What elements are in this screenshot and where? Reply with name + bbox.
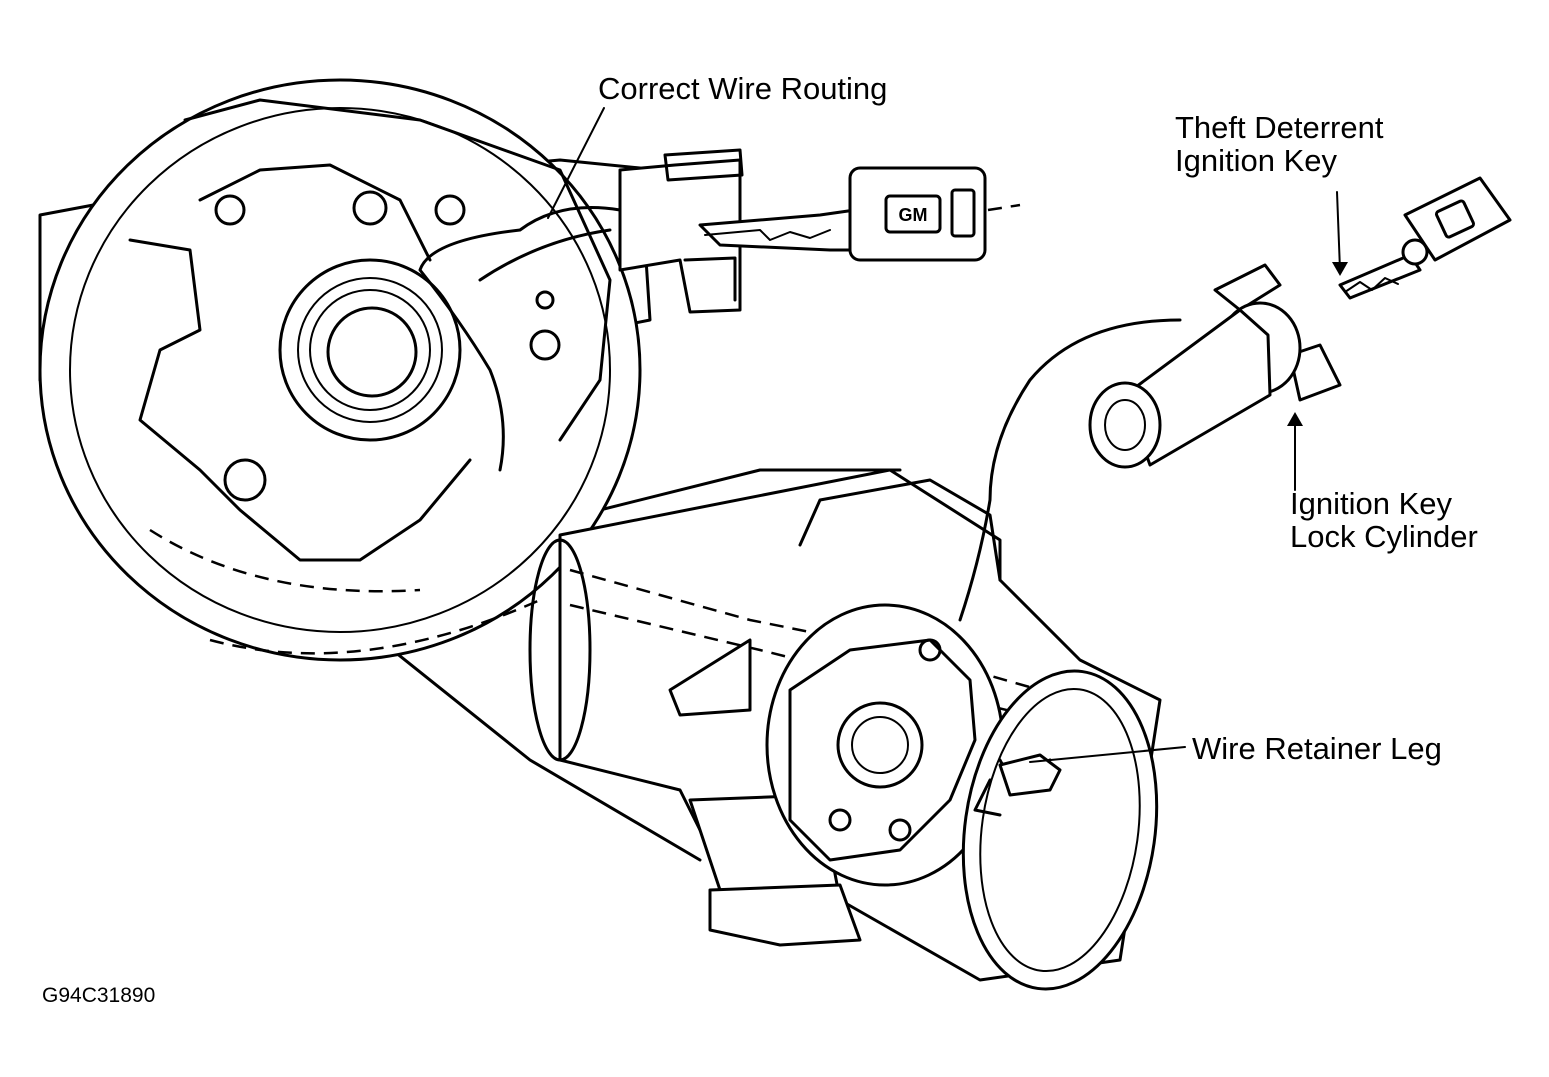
- label-theft-deterrent-line2: Ignition Key: [1175, 143, 1337, 178]
- hub-disc: [38, 78, 642, 662]
- switch-module: [618, 148, 744, 314]
- label-lock-cylinder-line2: Lock Cylinder: [1290, 519, 1478, 554]
- label-theft-deterrent-line1: Theft Deterrent: [1175, 110, 1384, 145]
- lock-housing-face: [765, 603, 1005, 887]
- inserted-key: [698, 166, 1021, 262]
- arrowhead-lock-cylinder: [1287, 412, 1303, 426]
- leader-theft-deterrent-key: [1336, 191, 1341, 271]
- end-collar: [961, 669, 1159, 991]
- label-correct-wire-routing: Correct Wire Routing: [598, 71, 888, 106]
- lock-cylinder: [1088, 263, 1342, 469]
- arrowhead-theft-key: [1332, 262, 1348, 276]
- label-lock-cylinder-line1: Ignition Key: [1290, 486, 1452, 521]
- gm-badge-text: GM: [899, 205, 928, 225]
- hub-wire: [418, 206, 622, 472]
- leader-lines: [547, 107, 1348, 763]
- label-wire-retainer-leg: Wire Retainer Leg: [1192, 731, 1442, 766]
- leader-wire-retainer-leg: [1029, 746, 1186, 763]
- figure-code: G94C31890: [42, 984, 156, 1007]
- leader-correct-wire-routing: [547, 107, 605, 219]
- theft-deterrent-key: [1338, 176, 1512, 300]
- wire-retainer-leg: [973, 753, 1062, 817]
